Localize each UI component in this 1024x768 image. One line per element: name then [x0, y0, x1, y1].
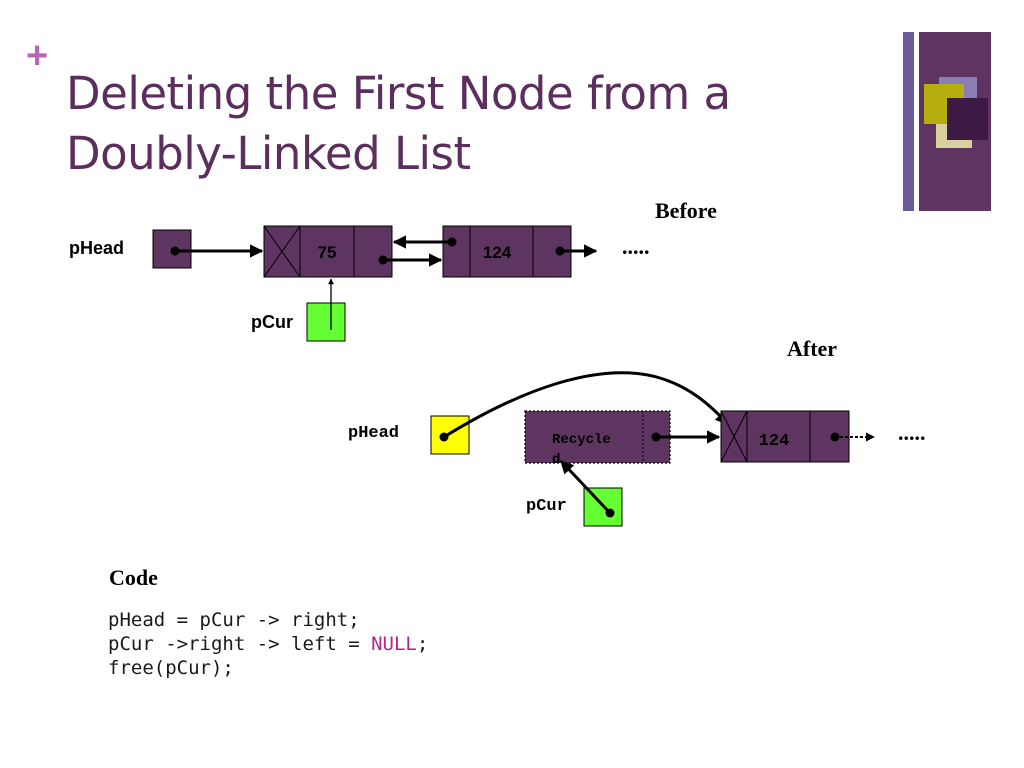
- after-phead-label: pHead: [348, 424, 400, 443]
- before-pcur-label: pCur: [251, 312, 293, 332]
- bullet-plus-icon: +: [26, 35, 49, 77]
- after-pcur-arrow: [559, 459, 612, 515]
- before-node-124-value: 124: [483, 243, 512, 262]
- after-ellipsis: .....: [898, 420, 926, 445]
- code-line-2-text: pCur ->right -> left =: [108, 633, 372, 655]
- deco-square-dark: [947, 98, 988, 140]
- recycled-node: Recycle d: [524, 410, 671, 468]
- recycled-node-label-2: d: [552, 452, 560, 468]
- after-node-124: 124: [720, 410, 850, 463]
- recycled-node-label-1: Recycle: [552, 432, 611, 448]
- before-phead-label: pHead: [69, 238, 125, 258]
- code-line-1: pHead = pCur -> right;: [108, 609, 360, 631]
- after-pcur-label: pCur: [526, 497, 567, 516]
- before-node-75: 75: [263, 225, 393, 278]
- code-line-2: pCur ->right -> left = NULL;: [108, 632, 428, 656]
- after-pcur-dot: [605, 508, 615, 518]
- before-phead-dot: [170, 246, 180, 256]
- before-ellipsis: .....: [622, 234, 650, 259]
- after-node-124-value: 124: [759, 432, 790, 451]
- before-pcur-box: [306, 302, 346, 342]
- code-heading: Code: [109, 565, 158, 590]
- before-heading: Before: [655, 198, 717, 223]
- code-block: pHead = pCur -> right; pCur ->right -> l…: [108, 608, 428, 680]
- code-line-2-end: ;: [416, 633, 429, 655]
- code-null-keyword: NULL: [371, 633, 417, 655]
- code-line-3: free(pCur);: [108, 657, 234, 679]
- slide-title-line-1: Deleting the First Node from a: [66, 67, 731, 120]
- after-phead-dot: [439, 432, 449, 442]
- before-node-124: 124: [442, 225, 572, 278]
- after-heading: After: [787, 336, 838, 361]
- slide-title-line-2: Doubly-Linked List: [66, 127, 471, 180]
- after-phead-arrow: [443, 371, 730, 439]
- slide-title: Deleting the First Node from a Doubly-Li…: [66, 64, 731, 184]
- deco-bar-thin: [903, 32, 914, 211]
- before-node-75-value: 75: [318, 243, 337, 262]
